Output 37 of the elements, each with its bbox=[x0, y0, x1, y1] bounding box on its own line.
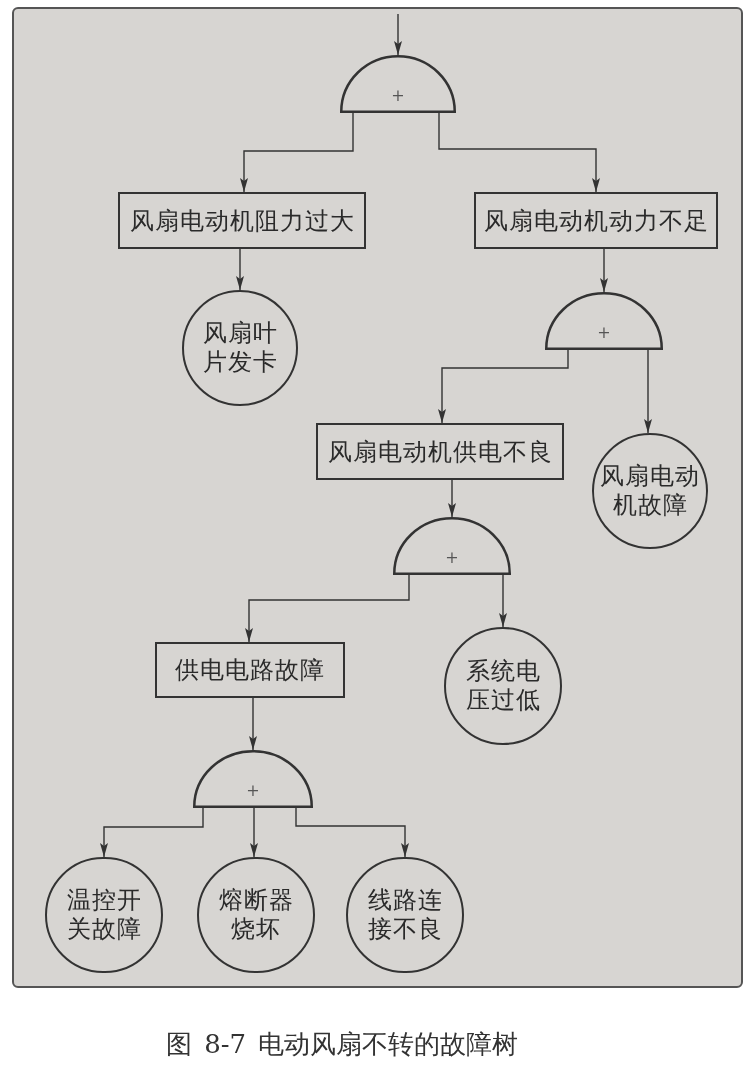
arrow bbox=[240, 112, 354, 193]
arrow bbox=[249, 697, 257, 751]
event-label: 线路连接不良 bbox=[366, 886, 444, 944]
arrow bbox=[245, 574, 410, 643]
arrow bbox=[448, 479, 456, 518]
or-gate bbox=[340, 55, 456, 113]
gate-symbol: + bbox=[445, 550, 459, 566]
or-gate bbox=[393, 517, 511, 575]
event-label: 风扇电动机故障 bbox=[599, 462, 701, 520]
event-label: 温控开关故障 bbox=[65, 886, 143, 944]
event-label: 风扇电动机阻力过大 bbox=[129, 205, 355, 236]
arrow bbox=[236, 248, 244, 291]
arrow bbox=[250, 807, 258, 858]
arrow bbox=[499, 574, 507, 628]
gate-symbol: + bbox=[246, 783, 260, 799]
arrow bbox=[394, 13, 402, 56]
arrow bbox=[438, 349, 569, 424]
arrow bbox=[295, 807, 409, 858]
gate-symbol: + bbox=[391, 88, 405, 104]
gate-symbol: + bbox=[597, 325, 611, 341]
event-label: 系统电压过低 bbox=[464, 657, 542, 715]
event-label: 风扇电动机动力不足 bbox=[483, 205, 709, 236]
event-box bbox=[155, 642, 345, 698]
arrow bbox=[438, 112, 600, 193]
event-label: 供电电路故障 bbox=[175, 655, 325, 685]
arrow bbox=[644, 349, 652, 434]
event-label: 熔断器烧坏 bbox=[217, 886, 295, 944]
or-gate bbox=[193, 750, 313, 808]
arrow bbox=[600, 248, 608, 293]
event-label: 风扇叶片发卡 bbox=[201, 319, 279, 377]
event-label: 风扇电动机供电不良 bbox=[327, 436, 553, 467]
figure-caption: 图 8-7 电动风扇不转的故障树 bbox=[166, 1028, 519, 1061]
event-box bbox=[474, 192, 718, 249]
arrow bbox=[100, 807, 204, 858]
event-box bbox=[316, 423, 564, 480]
or-gate bbox=[545, 292, 663, 350]
event-box bbox=[118, 192, 366, 249]
